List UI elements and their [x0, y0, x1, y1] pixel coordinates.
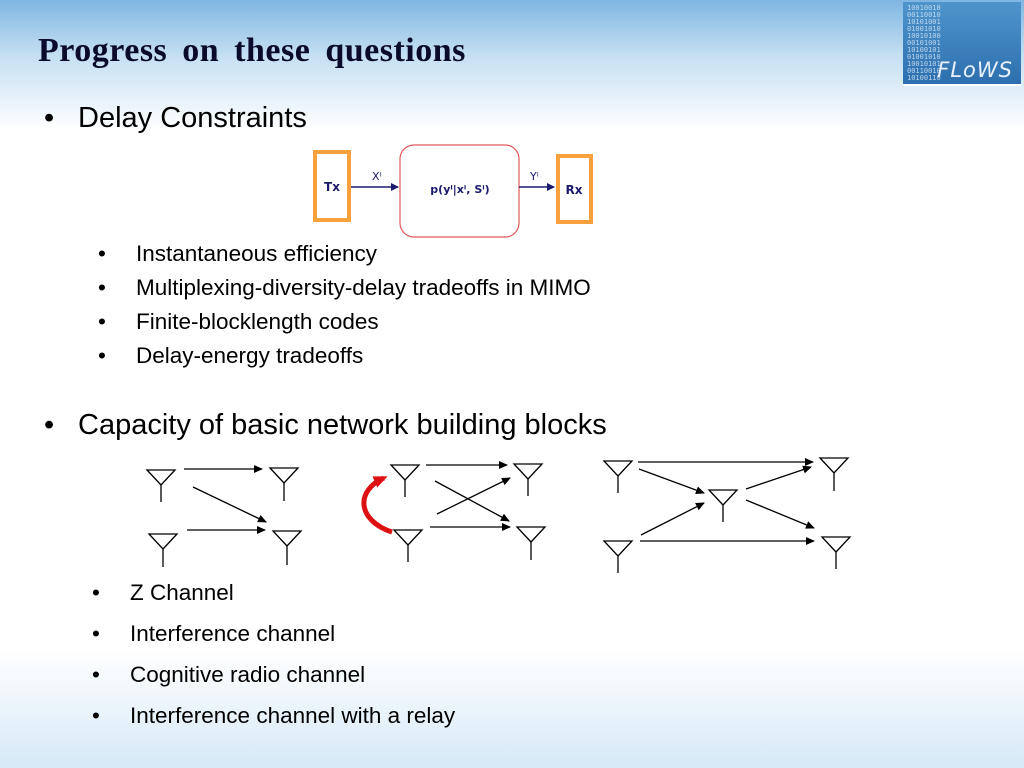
bullet-dot: • — [92, 580, 100, 605]
antenna-icon — [271, 530, 303, 565]
z-channel-diagram — [145, 465, 303, 567]
item-delay-energy: Delay-energy tradeoffs — [136, 343, 364, 368]
antenna-icon — [392, 529, 424, 562]
antenna-icon — [268, 467, 300, 501]
relay-channel-diagram — [602, 457, 852, 573]
tx-box — [313, 150, 351, 222]
bullet-dot: • — [92, 703, 100, 728]
bullet-dot: • — [98, 275, 106, 300]
item-multiplexing-tradeoffs: Multiplexing-diversity-delay tradeoffs i… — [136, 275, 591, 300]
list-item: • Finite-blocklength codes — [96, 309, 379, 335]
flows-logo: 10010010 00110010 10101001 01001010 1001… — [903, 2, 1021, 86]
rx-label: Rx — [566, 183, 583, 197]
slide-title: Progress on these questions — [38, 32, 466, 69]
item-interference-channel: Interference channel — [130, 621, 336, 646]
bullet-dot: • — [92, 621, 100, 646]
bullet-dot: • — [98, 309, 106, 334]
heading-delay-constraints: Delay Constraints — [78, 102, 307, 134]
antenna-icon — [145, 469, 177, 502]
input-label: Xⁱ — [372, 170, 382, 183]
bullet-dot: • — [44, 102, 55, 134]
antenna-icon — [147, 533, 179, 567]
list-item: • Interference channel with a relay — [90, 703, 455, 729]
item-instantaneous-efficiency: Instantaneous efficiency — [136, 241, 377, 266]
item-interference-relay: Interference channel with a relay — [130, 703, 456, 728]
bullet-capacity: • Capacity of basic network building blo… — [38, 409, 607, 442]
antenna-icon — [602, 540, 634, 573]
channel-block-diagram: Tx Xⁱ p(yⁱ|xⁱ, Sⁱ) Yⁱ Rx — [313, 144, 593, 238]
bullet-dot: • — [98, 343, 106, 368]
rx-box — [556, 154, 593, 224]
antenna-icon — [818, 457, 850, 491]
bullet-dot: • — [98, 241, 106, 266]
network-diagrams — [145, 457, 852, 573]
bullet-dot: • — [92, 662, 100, 687]
list-item: • Delay-energy tradeoffs — [96, 343, 363, 369]
antenna-icon — [707, 489, 739, 522]
antenna-icon — [602, 460, 634, 493]
heading-capacity: Capacity of basic network building block… — [78, 409, 607, 441]
cognitive-arrow — [361, 475, 393, 535]
bullet-delay-constraints: • Delay Constraints — [38, 102, 307, 135]
channel-label: p(yⁱ|xⁱ, Sⁱ) — [430, 183, 489, 196]
item-cognitive-radio: Cognitive radio channel — [130, 662, 366, 687]
cognitive-radio-diagram — [361, 461, 547, 562]
list-item: • Z Channel — [90, 580, 234, 606]
item-z-channel: Z Channel — [130, 580, 234, 605]
output-label: Yⁱ — [529, 170, 539, 183]
antenna-icon — [512, 463, 544, 496]
list-item: • Cognitive radio channel — [90, 662, 365, 688]
list-item: • Multiplexing-diversity-delay tradeoffs… — [96, 275, 591, 301]
antenna-icon — [389, 464, 421, 497]
logo-binary-pattern: 10010010 00110010 10101001 01001010 1001… — [907, 4, 941, 82]
logo-text: FLoWS — [937, 58, 1013, 82]
tx-label: Tx — [324, 180, 340, 194]
channel-box — [399, 144, 520, 238]
list-item: • Interference channel — [90, 621, 335, 647]
antenna-icon — [820, 536, 852, 569]
item-finite-blocklength: Finite-blocklength codes — [136, 309, 379, 334]
bullet-dot: • — [44, 409, 55, 441]
antenna-icon — [515, 526, 547, 560]
list-item: • Instantaneous efficiency — [96, 241, 377, 267]
